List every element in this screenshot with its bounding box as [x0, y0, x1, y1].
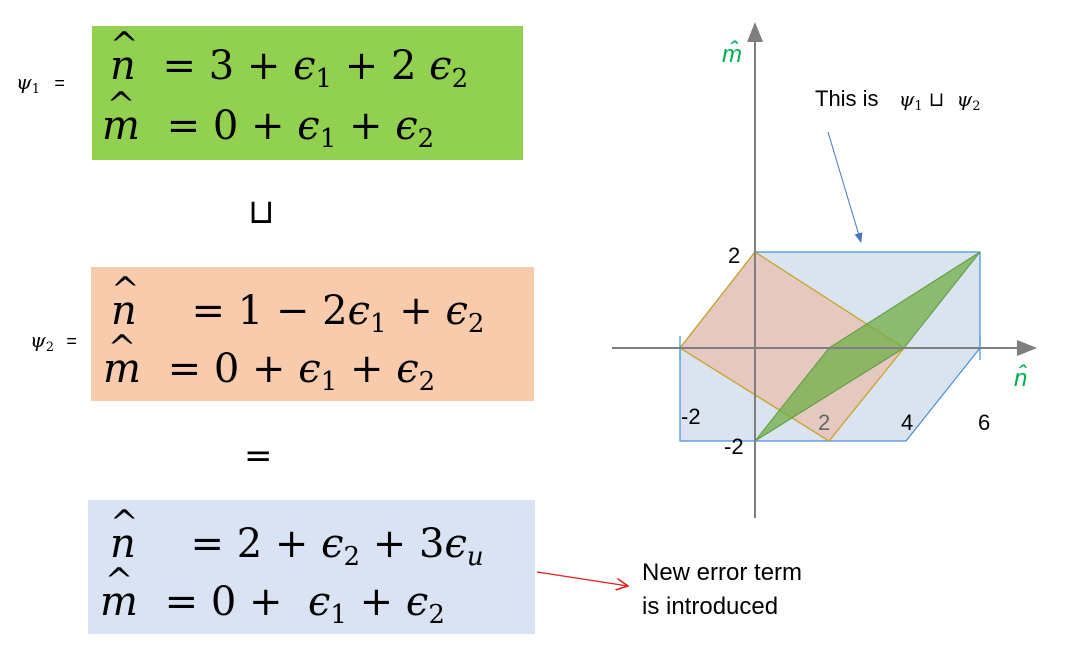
- psi2-row-n: ^n = 1 − 2ϵ1 + ϵ2: [111, 270, 484, 337]
- result-row-m-rhs: = 0 +: [164, 579, 308, 625]
- join-symbol: ⊔: [248, 192, 275, 232]
- this-is-psi1: ψ1: [898, 87, 923, 114]
- psi2-row-m: ^m = 0 + ϵ1 + ϵ2: [103, 328, 435, 395]
- psi1-row-n: ^n = 3 + ϵ1 + 2 ϵ2: [110, 25, 468, 92]
- tick-label-y-2: 2: [728, 243, 740, 268]
- epsilon-subscript: 1: [369, 309, 387, 339]
- new-error-line1: New error term: [642, 559, 803, 586]
- epsilon-subscript: 2: [428, 600, 445, 630]
- epsilon-subscript: 1: [315, 64, 333, 94]
- y-axis-label: m̂: [722, 40, 742, 68]
- new-error-annotation: New error term is introduced: [642, 556, 802, 624]
- epsilon-subscript: 2: [343, 542, 361, 572]
- epsilon-subscript: 2: [467, 309, 485, 339]
- psi1-row-n-mid: + 2: [332, 43, 430, 89]
- tick-label-x-6: 6: [978, 410, 990, 435]
- psi2-row-m-rhs: = 0 +: [167, 346, 299, 392]
- this-is-annotation: This is ψ1 ⊔ ψ2: [815, 86, 980, 114]
- result-row-m-mid: +: [346, 579, 406, 625]
- psi1-equation-box: ^n = 3 + ϵ1 + 2 ϵ2 ^m = 0 + ϵ1 + ϵ2: [92, 25, 523, 160]
- tick-label-x-2: 2: [818, 410, 830, 435]
- epsilon-subscript: 1: [330, 600, 347, 630]
- psi1-label: ψ1 =: [16, 70, 65, 97]
- this-is-text: This is: [815, 86, 879, 111]
- psi1-row-m-rhs: = 0 +: [166, 103, 298, 149]
- epsilon-symbol: ϵ: [297, 103, 320, 149]
- n-hat-symbol: ^n: [111, 270, 140, 334]
- x-axis-label: n̂: [1014, 364, 1027, 392]
- epsilon-symbol: ϵ: [293, 43, 316, 89]
- epsilon-subscript: u: [466, 542, 484, 572]
- psi2-label-index: 2: [45, 340, 54, 355]
- tick-label-y-neg2: -2: [724, 434, 744, 459]
- result-row-n-rhs: = 2 +: [190, 521, 322, 567]
- result-row-m: ^m = 0 + ϵ1 + ϵ2: [100, 561, 445, 628]
- result-equation-box: ^n = 2 + ϵ2 + 3ϵu ^m = 0 + ϵ1 + ϵ2: [88, 500, 535, 634]
- epsilon-symbol: ϵ: [405, 579, 429, 625]
- psi2-equation-box: ^n = 1 − 2ϵ1 + ϵ2 ^m = 0 + ϵ1 + ϵ2: [91, 267, 534, 401]
- psi1-label-symbol: ψ: [16, 70, 32, 94]
- psi1-label-index: 1: [31, 82, 40, 97]
- epsilon-symbol: ϵ: [347, 288, 370, 334]
- psi2-row-m-mid: +: [337, 346, 397, 392]
- epsilon-subscript: 1: [320, 367, 338, 397]
- this-is-psi2: ψ2: [956, 87, 981, 114]
- m-hat-symbol: ^m: [100, 561, 138, 625]
- epsilon-symbol: ϵ: [396, 346, 419, 392]
- this-is-arrow: [827, 131, 863, 243]
- this-is-join-symbol: ⊔: [928, 87, 945, 111]
- psi1-region: [754, 251, 981, 442]
- psi2-label-symbol: ψ: [30, 328, 46, 352]
- epsilon-symbol: ϵ: [429, 43, 452, 89]
- new-error-arrow: [536, 571, 628, 586]
- psi1-row-m-mid: +: [336, 103, 396, 149]
- epsilon-symbol: ϵ: [298, 346, 321, 392]
- n-hat-symbol: ^n: [110, 503, 139, 567]
- equals-symbol: =: [244, 436, 273, 476]
- psi1-row-m: ^m = 0 + ϵ1 + ϵ2: [102, 85, 434, 152]
- psi1-row-n-rhs: = 3 +: [162, 43, 294, 89]
- psi2-label-equals: =: [66, 331, 77, 351]
- new-error-line2: is introduced: [642, 593, 779, 620]
- epsilon-subscript: 2: [451, 64, 469, 94]
- epsilon-symbol: ϵ: [308, 579, 331, 625]
- tick-label-x-neg2: -2: [681, 404, 701, 429]
- result-row-n: ^n = 2 + ϵ2 + 3ϵu: [110, 503, 484, 570]
- epsilon-symbol: ϵ: [445, 288, 468, 334]
- epsilon-symbol: ϵ: [444, 521, 467, 567]
- epsilon-symbol: ϵ: [321, 521, 344, 567]
- epsilon-symbol: ϵ: [395, 103, 418, 149]
- psi2-row-n-rhs: = 1 − 2: [191, 288, 348, 334]
- m-hat-symbol: ^m: [102, 85, 140, 149]
- psi2-row-n-mid: +: [386, 288, 446, 334]
- epsilon-subscript: 2: [418, 367, 436, 397]
- tick-label-x-4: 4: [901, 410, 913, 435]
- m-hat-symbol: ^m: [103, 328, 141, 392]
- n-hat-symbol: ^n: [110, 25, 139, 89]
- psi1-label-equals: =: [54, 73, 65, 93]
- epsilon-subscript: 1: [319, 124, 337, 154]
- result-row-n-mid: + 3: [360, 521, 445, 567]
- epsilon-subscript: 2: [417, 124, 435, 154]
- psi2-label: ψ2 =: [30, 328, 77, 355]
